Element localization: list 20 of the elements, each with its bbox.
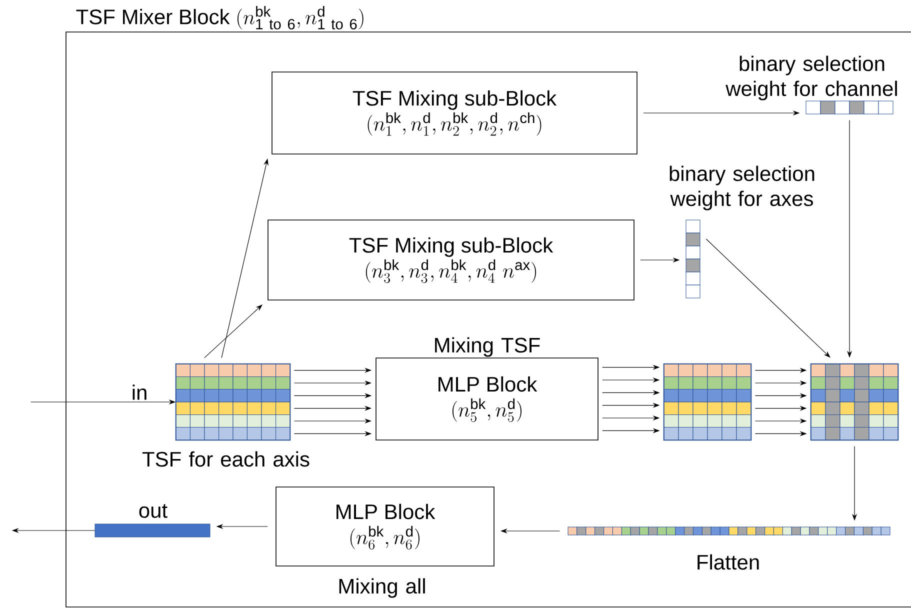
caption-text: TSF for each axis <box>142 451 310 467</box>
process-box: MLP Block $(n_6^{\mathrm{bk}}, n_6^{\mathrm{d}})$ <box>276 486 494 566</box>
tensor-grid <box>663 363 752 441</box>
output-bar <box>94 524 210 538</box>
vector-bar <box>686 220 700 298</box>
block-title: TSF Mixer Block $(n^{\mathrm{bk}}_{\mathrm{1\ to\ 6}}, n^{\mathrm{d}}_{\mathrm{1\ to\ 6}})$ <box>76 6 364 30</box>
process-box: TSF Mixing sub-Block $(n_3^{\mathrm{bk}}, n_3^{\mathrm{d}}, n_4^{\mathrm{bk}}, n_4^{\mathrm{d}}\ n^{\mathrm{ax}})$ <box>268 220 634 300</box>
flattened-vector <box>568 526 890 536</box>
tensor-grid <box>175 363 291 441</box>
vector-bar <box>806 100 894 114</box>
caption-text: out <box>139 504 168 518</box>
caption-text: Flatten <box>698 554 759 570</box>
edge-label: in <box>130 384 149 401</box>
caption-text: binary selection weight for axes <box>670 166 814 210</box>
caption-text: binary selection weight for channel <box>726 56 897 100</box>
tensor-grid <box>810 363 899 441</box>
caption-text: Mixing all <box>339 578 425 598</box>
process-box: TSF Mixing sub-Block $(n_1^{\mathrm{bk}}, n_1^{\mathrm{d}}, n_2^{\mathrm{bk}}, n_2^{\mathrm{d}}, n^{\mathrm{ch}})$ <box>272 72 638 154</box>
process-box: MLP Block $(n_5^{\mathrm{bk}}, n_5^{\mathrm{d}})$ <box>376 358 598 440</box>
caption-text: Mixing TSF <box>435 337 540 357</box>
